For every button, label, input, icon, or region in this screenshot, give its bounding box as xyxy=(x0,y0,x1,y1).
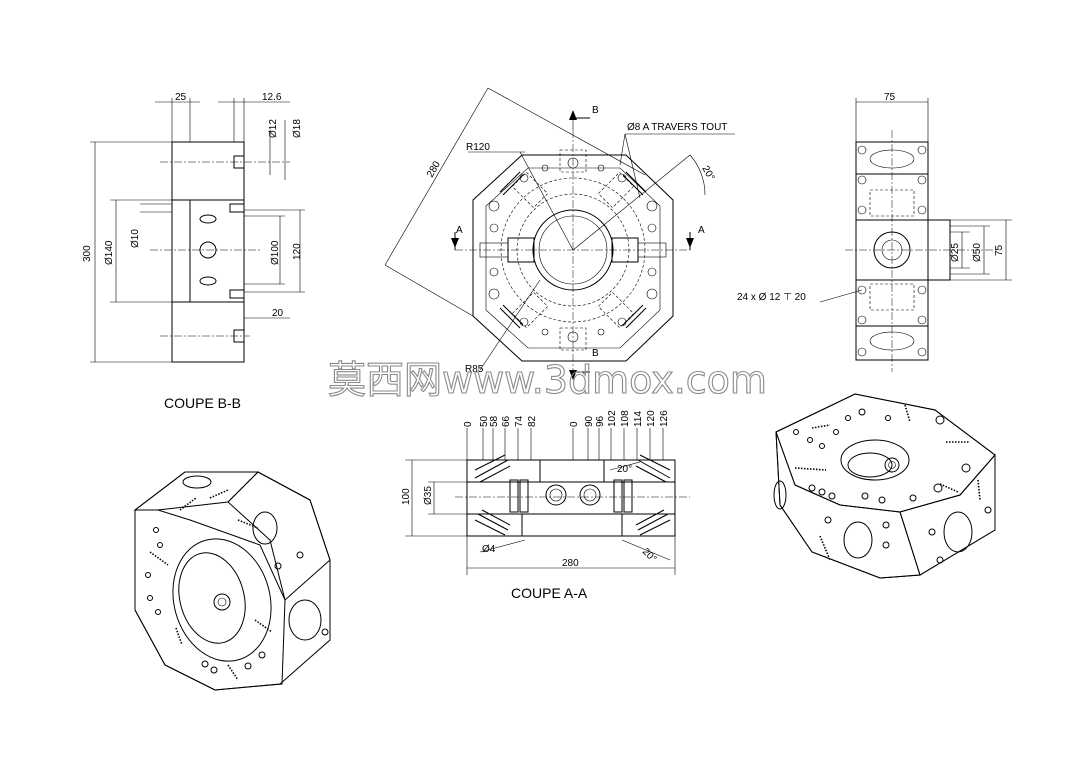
ordinates-left: 0 50 58 66 74 82 xyxy=(463,415,538,427)
ordinate-right-label: 102 xyxy=(607,410,618,427)
front-view: 280 R120 R85 Ø8 A TRAVERS TOUT 20° B B A… xyxy=(384,87,735,380)
section-bore xyxy=(189,199,245,303)
watermark: 莫西网www.3dmox.com xyxy=(328,358,767,402)
ordinates-right: 0 90 96 102 108 114 120 126 xyxy=(569,410,670,427)
ordinate-right-label: 126 xyxy=(659,410,670,427)
ordinate-right-label: 96 xyxy=(595,415,606,427)
label-b-bottom: B xyxy=(592,348,599,359)
ordinate-right-label: 114 xyxy=(633,411,644,427)
caption-coupe-a-a: COUPE A-A xyxy=(511,585,588,601)
label-a-left: A xyxy=(456,225,463,236)
ordinate-left-label: 74 xyxy=(514,415,525,427)
section-a-a-view: 0 50 58 66 74 82 0 90 96 102 108 114 120… xyxy=(401,410,690,601)
dim-phi50: Ø50 xyxy=(972,243,983,262)
side-view: 75 Ø25 Ø50 75 24 x Ø 12 ⊤ 20 xyxy=(737,92,1012,372)
dim-75-right: 75 xyxy=(994,244,1005,256)
section-body-upper xyxy=(171,141,245,201)
note-tapped-holes: 24 x Ø 12 ⊤ 20 xyxy=(737,292,806,303)
label-b-top: B xyxy=(592,105,599,116)
ordinate-left-label: 82 xyxy=(527,415,538,427)
octagon-outline xyxy=(472,154,674,362)
section-slot-upper xyxy=(199,214,217,224)
dim-280: 280 xyxy=(562,558,579,569)
ordinate-right-label: 120 xyxy=(646,410,657,427)
section-b-b-view: 25 12.6 Ø12 Ø18 300 Ø140 Ø10 Ø100 120 20… xyxy=(82,92,305,411)
dim-phi140: Ø140 xyxy=(104,240,115,265)
note-through-holes: Ø8 A TRAVERS TOUT xyxy=(627,122,727,133)
dim-300: 300 xyxy=(82,245,93,262)
dim-angle-bottom: 20° xyxy=(640,546,658,564)
ordinate-right-label: 0 xyxy=(569,421,580,427)
dim-angle-top: 20° xyxy=(617,464,632,475)
ordinate-right-label: 108 xyxy=(620,410,631,427)
threaded-inserts xyxy=(509,479,633,513)
dim-100: 100 xyxy=(401,488,412,505)
dim-phi25: Ø25 xyxy=(950,243,961,262)
isometric-view-left xyxy=(133,471,331,691)
dim-120: 120 xyxy=(292,243,303,260)
dim-r85: R85 xyxy=(465,364,484,375)
label-a-right: A xyxy=(698,225,705,236)
dim-phi12: Ø12 xyxy=(268,119,279,138)
section-slot-lower xyxy=(199,276,217,286)
dim-phi18: Ø18 xyxy=(292,119,303,138)
caption-coupe-b-b: COUPE B-B xyxy=(164,395,241,411)
dim-angle-20: 20° xyxy=(699,164,716,183)
ordinate-left-label: 50 xyxy=(479,415,490,427)
dim-75-top: 75 xyxy=(884,92,896,103)
dim-20: 20 xyxy=(272,308,284,319)
dim-r120: R120 xyxy=(466,142,490,153)
dim-phi35: Ø35 xyxy=(423,486,434,505)
section-flange xyxy=(171,199,191,303)
dim-phi10: Ø10 xyxy=(130,229,141,248)
dim-12-6: 12.6 xyxy=(262,92,282,103)
ordinate-left-label: 66 xyxy=(501,415,512,427)
dim-phi4: Ø4 xyxy=(482,544,496,555)
dim-280-diagonal: 280 xyxy=(425,159,443,179)
dim-25: 25 xyxy=(175,92,187,103)
dim-phi100: Ø100 xyxy=(270,240,281,265)
ordinate-right-label: 90 xyxy=(584,415,595,427)
ordinate-left-label: 0 xyxy=(463,421,474,427)
section-body-lower xyxy=(171,301,245,363)
isometric-view-right xyxy=(773,393,996,579)
ordinate-left-label: 58 xyxy=(489,415,500,427)
